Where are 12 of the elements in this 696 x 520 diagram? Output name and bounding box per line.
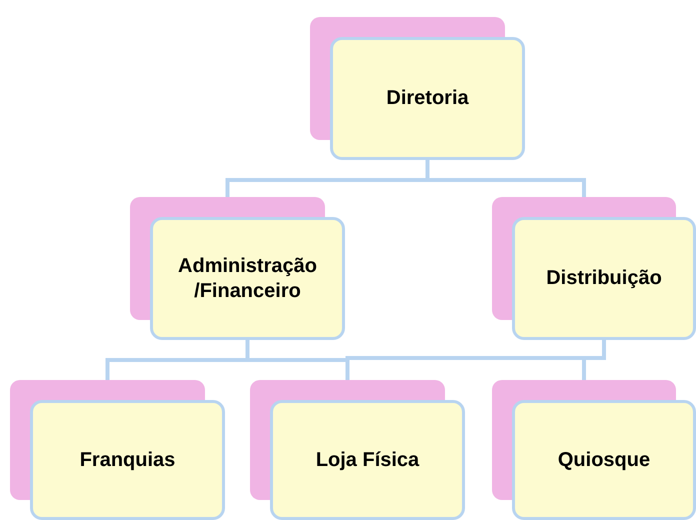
org-chart-box: [492, 197, 696, 340]
box-label: Franquias: [80, 448, 176, 472]
org-chart-box: [310, 17, 525, 160]
box-label: Administração /Financeiro: [177, 254, 318, 304]
box-label: Distribuição: [546, 266, 662, 291]
org-chart-box: [492, 380, 696, 520]
org-chart-box: [10, 380, 225, 520]
box-label: Loja Física: [316, 448, 420, 472]
box-label: Quiosque: [558, 448, 650, 472]
org-chart-box: [250, 380, 465, 520]
org-chart-box: [130, 197, 345, 340]
box-label: Diretoria: [386, 86, 469, 111]
